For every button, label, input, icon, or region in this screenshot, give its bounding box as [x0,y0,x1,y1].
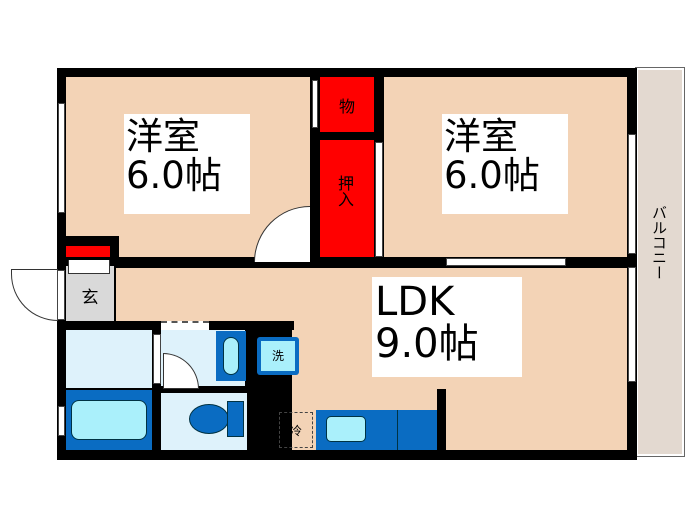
ldk-size: 9.0帖 [375,321,479,367]
washer-label: 洗 [261,341,295,371]
entrance [66,266,114,321]
window-ldk[interactable] [628,267,636,382]
entrance-door-frame [57,270,65,320]
storage-closet[interactable] [320,77,374,132]
oshiire-sliding-door[interactable] [375,142,383,257]
western-room-right-label: 洋室 6.0帖 [442,114,568,214]
toilet-tank [227,401,244,437]
ldk-name: LDK [375,279,455,325]
western-room-left-size: 6.0帖 [126,153,222,197]
shoe-box [66,246,110,257]
sink-room-opening [161,321,209,330]
western-room-right-name: 洋室 [444,115,518,158]
kitchen-divider [397,410,398,450]
oshiire-label: 押入 [335,175,354,207]
western-room-left-name: 洋室 [126,115,200,158]
oshiire-closet[interactable] [320,140,374,257]
ldk-partition-2 [250,321,257,460]
kitchen-side-wall [437,389,446,450]
kitchen-wall [250,396,277,460]
entrance-label: 玄 [81,288,99,308]
shoe-closet-doors[interactable] [68,260,110,274]
western-room-right-size: 6.0帖 [444,153,540,197]
sliding-door-right-room[interactable] [446,258,566,266]
ldk-label: LDK 9.0帖 [372,277,522,377]
balcony-label: バルコニー [650,205,668,280]
bath-window[interactable] [58,406,65,436]
window-right-room[interactable] [628,134,636,254]
western-room-left-label: 洋室 6.0帖 [124,114,250,214]
entrance-door[interactable] [11,269,58,321]
wash-basin-bowl [223,337,239,375]
bathtub-basin [71,400,147,440]
fridge-space: 冷 [279,412,313,448]
ldk-partition [250,321,294,330]
storage-door[interactable] [312,80,318,128]
washroom [66,330,152,388]
window-left-room[interactable] [58,103,65,213]
bath-door[interactable] [153,334,161,384]
kitchen-sink [326,416,366,442]
storage-label: 物 [338,97,355,116]
toilet-bowl [189,404,229,434]
